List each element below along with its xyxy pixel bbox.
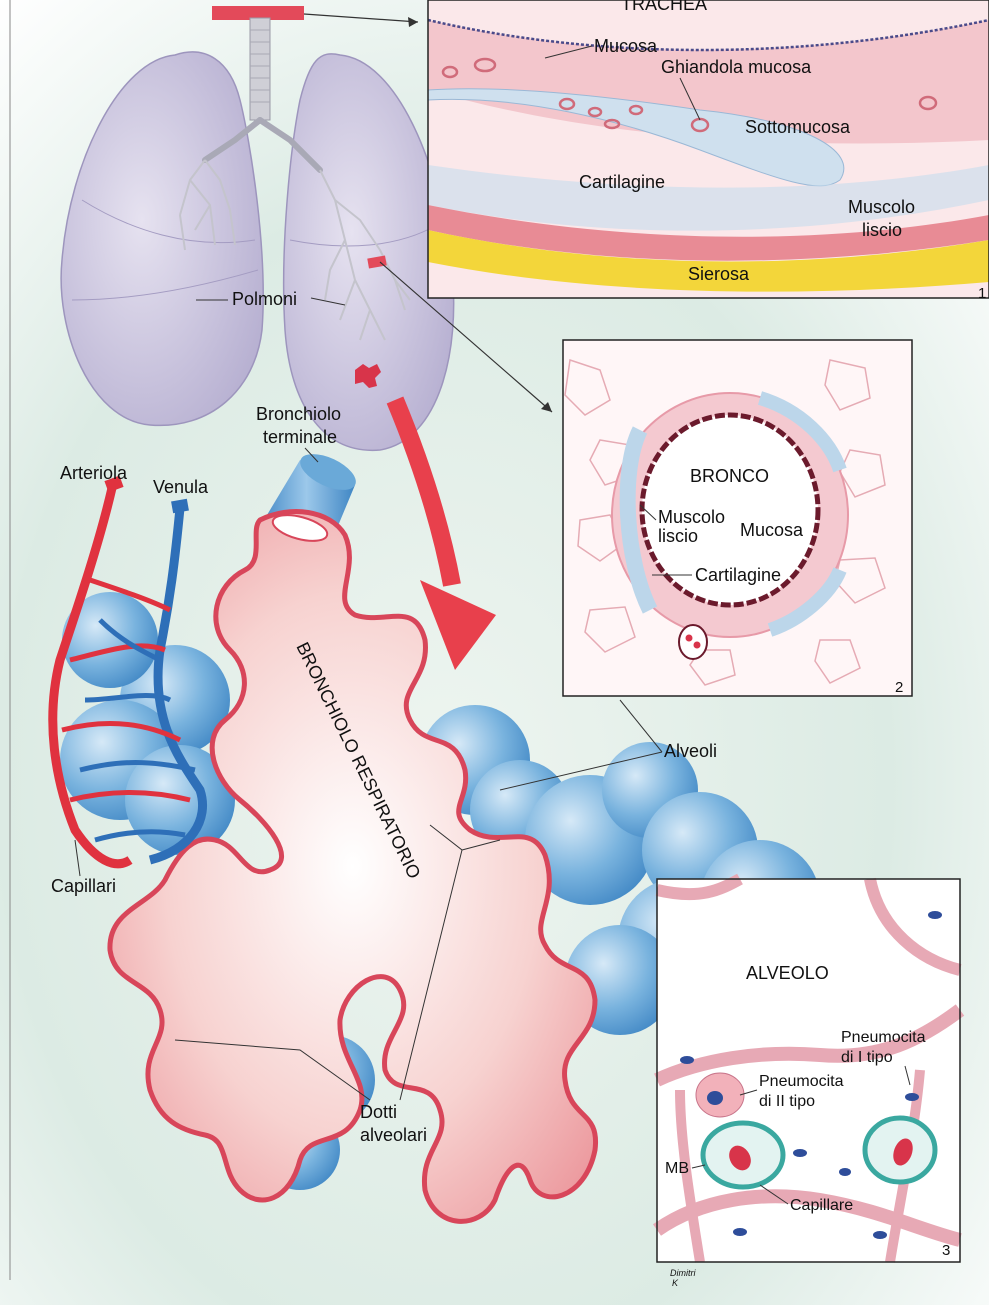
label-venula: Venula (153, 477, 209, 497)
label-pneumocita-2-line2: di II tipo (759, 1093, 815, 1110)
label-ghiandola-mucosa: Ghiandola mucosa (661, 57, 812, 77)
label-alveoli: Alveoli (664, 741, 717, 761)
label-bronco-muscolo-line2: liscio (658, 526, 698, 546)
label-arteriola: Arteriola (60, 463, 128, 483)
label-muscolo-liscio-line1: Muscolo (848, 197, 915, 217)
label-dotti-line1: Dotti (360, 1102, 397, 1122)
label-mb: MB (665, 1160, 689, 1177)
label-capillare: Capillare (790, 1197, 853, 1214)
label-bronco-title: BRONCO (690, 466, 769, 486)
artist-signature-line1: Dimitri (670, 1268, 696, 1278)
label-bronco-muscolo-line1: Muscolo (658, 507, 725, 527)
label-dotti-line2: alveolari (360, 1125, 427, 1145)
label-pneumocita-1-line2: di I tipo (841, 1049, 893, 1066)
label-bronchiolo-terminale-line1: Bronchiolo (256, 404, 341, 424)
panel-trachea (428, 0, 989, 298)
label-sierosa: Sierosa (688, 264, 750, 284)
label-pneumocita-1-line1: Pneumocita (841, 1029, 926, 1046)
panel-bronco (563, 340, 912, 696)
label-mucosa: Mucosa (594, 36, 658, 56)
label-sottomucosa: Sottomucosa (745, 117, 851, 137)
panel-number-2: 2 (895, 679, 903, 696)
panel-number-1: 1 (978, 285, 986, 302)
label-cartilagine-trachea: Cartilagine (579, 172, 665, 192)
label-bronchiolo-terminale-line2: terminale (263, 427, 337, 447)
label-trachea-title: TRACHEA (621, 0, 707, 14)
label-bronco-cartilagine: Cartilagine (695, 565, 781, 585)
panel-number-3: 3 (942, 1242, 950, 1259)
label-pneumocita-2-line1: Pneumocita (759, 1073, 844, 1090)
label-alveolo-title: ALVEOLO (746, 963, 829, 983)
label-bronco-mucosa: Mucosa (740, 520, 804, 540)
label-capillari: Capillari (51, 876, 116, 896)
label-polmoni: Polmoni (232, 289, 297, 309)
artist-signature-line2: K (672, 1278, 679, 1288)
label-muscolo-liscio-line2: liscio (862, 220, 902, 240)
